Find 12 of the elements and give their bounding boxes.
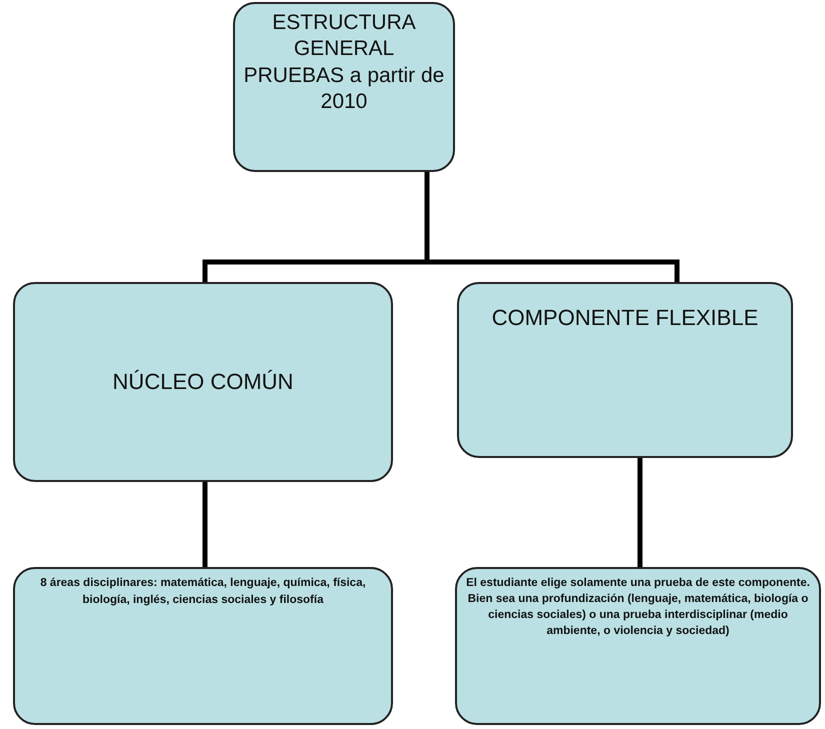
box-text: NÚCLEO COMÚN: [112, 368, 294, 396]
rounded-box: [13, 282, 393, 482]
box-text: ESTRUCTURA GENERAL PRUEBAS a partir de 2010: [243, 10, 445, 115]
rounded-box: [455, 567, 821, 725]
rounded-box: [13, 567, 393, 725]
rounded-box: [233, 2, 455, 172]
connector-line: [202, 482, 208, 567]
rounded-box: [457, 282, 793, 458]
box-text: El estudiante elige solamente una prueba de este componente. Bien sea una profundización (lenguaje, matemática, biología o ciencias sociales) o una prueba interdisciplinar (medio ambiente, o violencia y sociedad): [465, 576, 811, 640]
box-text: 8 áreas disciplinares: matemática, lenguaje, química, física, biología, inglés, ciencias sociales y filosofía: [39, 576, 367, 608]
connector-line: [638, 458, 642, 567]
box-text: COMPONENTE FLEXIBLE: [492, 304, 758, 332]
